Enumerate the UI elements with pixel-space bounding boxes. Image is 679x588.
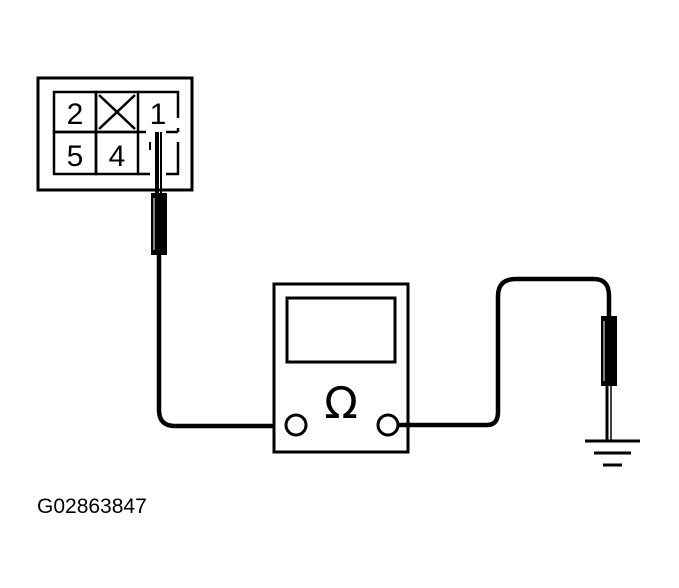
pin-label-2: 2 xyxy=(67,98,84,131)
pin-label-5: 5 xyxy=(67,140,84,173)
figure-id: G02863847 xyxy=(37,495,147,518)
connector: 2 1 5 4 xyxy=(36,76,194,192)
right-probe xyxy=(601,316,617,440)
pin-cell-4 xyxy=(94,130,140,176)
meter-display xyxy=(285,296,397,364)
ohmmeter: Ω xyxy=(272,282,410,454)
left-test-lead xyxy=(156,255,286,429)
meter-terminal-left xyxy=(284,413,308,437)
probe-handle-right xyxy=(601,316,617,386)
right-test-lead xyxy=(398,276,612,428)
connector-housing xyxy=(36,76,194,192)
pin-label-1: 1 xyxy=(150,98,167,131)
meter-terminal-right xyxy=(376,413,400,437)
ground-icon xyxy=(585,439,640,467)
pin-label-4: 4 xyxy=(109,140,126,173)
ohm-symbol: Ω xyxy=(324,378,358,429)
probe-handle xyxy=(151,193,167,255)
left-probe xyxy=(151,132,167,255)
